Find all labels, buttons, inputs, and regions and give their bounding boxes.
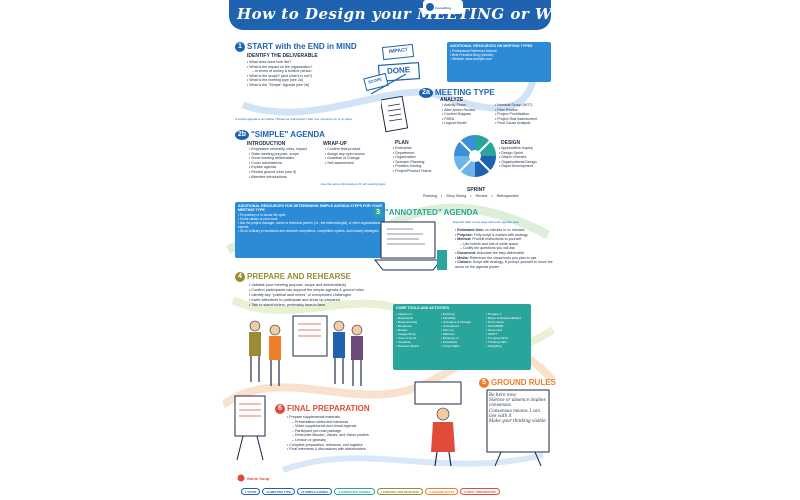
wrap-up-list: Confirm final productAssign any open iss…: [325, 147, 389, 165]
done-target-sketch-icon: [363, 44, 421, 95]
logo-text: Consulting: [435, 6, 451, 10]
section-2b-title: 2b"SIMPLE" AGENDA: [235, 130, 325, 140]
easel-sketch-icon: [234, 395, 266, 461]
section-1-list: What does done look like? What is the im…: [247, 60, 367, 88]
nav-final-prep[interactable]: 6 FINAL PREPARATION: [460, 488, 500, 495]
section-1-note: A simple agenda is an outline ("Dhamma F…: [235, 117, 353, 121]
sketch-done-label: DONE: [386, 65, 411, 76]
nav-simple-agenda[interactable]: 2b SIMPLE AGENDA: [297, 488, 333, 495]
sprint-title: SPRINT: [467, 187, 486, 193]
nav-start[interactable]: 1 START: [241, 488, 261, 495]
nav-prepare[interactable]: 4 PREPARE AND REHEARSE: [376, 488, 424, 495]
nav-ground-rules[interactable]: 5 GROUND RULES: [425, 488, 459, 495]
meeting-type-compass-icon: [454, 135, 496, 177]
wrap-up-title: WRAP-UP: [323, 141, 347, 147]
plan-list: EnterpriseDepartmentOrganizationScenario…: [393, 146, 451, 174]
footer-brand-logo: Stone Soup: [237, 474, 269, 482]
design-title: DESIGN: [501, 140, 521, 146]
core-tools-box: CORE TOOLS AND ACTIVITIES AlignmentBackw…: [393, 304, 531, 370]
plan-title: PLAN: [395, 140, 409, 146]
nav-annotated-agenda[interactable]: 3 ANNOTATED AGENDA: [334, 488, 375, 495]
footer-section-nav: 1 START 2a MEETING TYPE 2b SIMPLE AGENDA…: [241, 488, 500, 495]
design-list: Appreciative InquiryDesign SprintObject …: [499, 146, 555, 169]
introduction-title: INTRODUCTION: [247, 141, 286, 147]
section-1-number: 1: [235, 42, 245, 52]
rehearsal-people-sketch-icon: [249, 315, 363, 386]
title-banner: [229, 0, 551, 30]
nav-meeting-type[interactable]: 2a MEETING TYPE: [262, 488, 296, 495]
section-3-list: Estimated time: xx minutes to xx minutes…: [455, 228, 553, 269]
section-2b-note: Use the same intro/wrap-up for all meeti…: [321, 182, 386, 186]
analyze-title: ANALYZE: [440, 97, 464, 103]
introduction-list: Emphasize neutrality, roles, impactState…: [249, 147, 327, 179]
resources-meeting-types-box: ADDITIONAL RESOURCES ON MEETING TYPES Pr…: [447, 42, 551, 82]
poster-title: How to Design your MEETING or WORKSHOP: [237, 5, 556, 23]
section-4-list: Validate your meeting purpose, scope and…: [249, 283, 399, 308]
resources-agenda-box: ADDITIONAL RESOURCES FOR DETERMINING SIM…: [235, 202, 385, 258]
checklist-sketch-icon: [381, 96, 409, 133]
sprint-list: Planning•Story Slicing•Review•Retrospect…: [423, 194, 519, 198]
infographic-poster: How to Design your MEETING or WORKSHOP C…: [223, 0, 556, 500]
section-3-note: Expand! Start a new page with each agend…: [453, 220, 519, 224]
section-1-subtitle: IDENTIFY THE DELIVERABLE: [247, 53, 318, 59]
laptop-sketch-icon: [373, 221, 447, 271]
meeting-type-extra-list: Nominal Group (NGT)Peer ReviewProject Pr…: [495, 103, 553, 126]
ground-rules-list: Be here now Silence or absence implies c…: [489, 392, 546, 424]
analyze-list: Activity FlowsAfter Action ReviewContext…: [442, 103, 497, 126]
presenter-with-laptop-icon: [414, 381, 462, 467]
logo-icon: [423, 0, 463, 14]
section-6-list: Prepare supplemental materials Presentat…: [287, 415, 417, 452]
section-3-title: 3"ANNOTATED" AGENDA: [373, 208, 478, 218]
ground-rules-board-icon: [486, 389, 550, 467]
stone-soup-logo-icon: [237, 474, 245, 482]
